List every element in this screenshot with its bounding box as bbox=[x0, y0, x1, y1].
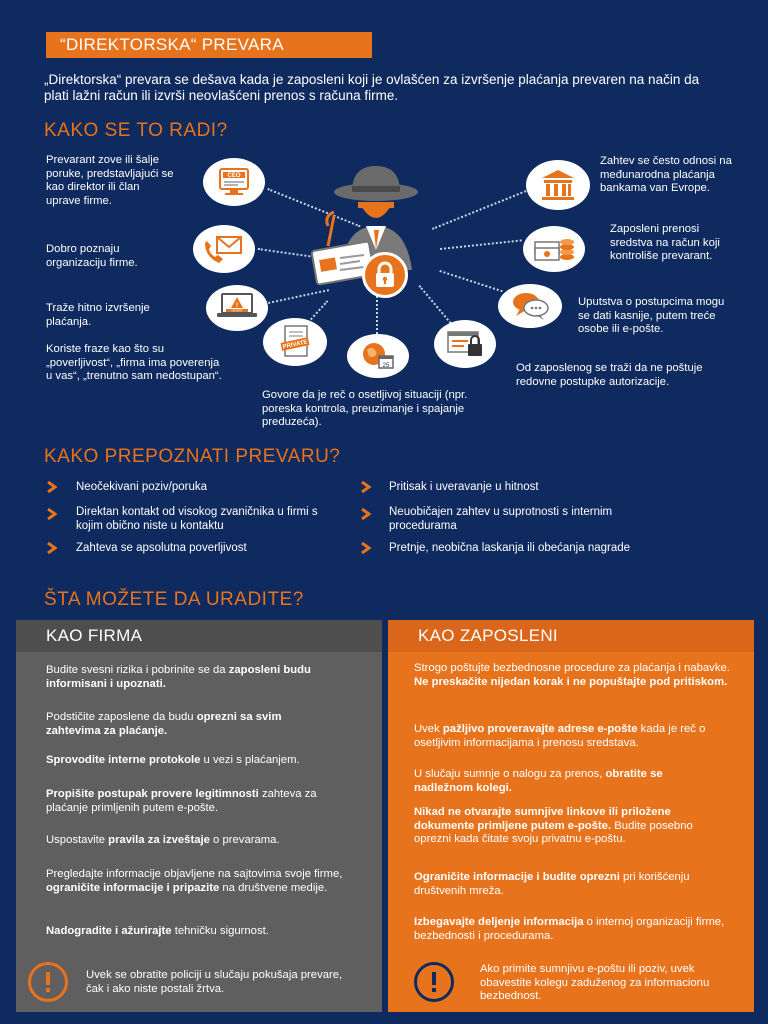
phone-mail-icon bbox=[193, 225, 255, 273]
private-document-icon: PRIVATE bbox=[263, 318, 327, 366]
firm-panel-title: KAO FIRMA bbox=[16, 620, 382, 652]
warning-icon bbox=[28, 962, 68, 1002]
firm-item: Pregledajte informacije objavljene na sa… bbox=[46, 868, 343, 894]
step-text: Zahtev se često odnosi na međunarodna pl… bbox=[600, 155, 732, 194]
step-text: Od zaposlenog se traži da ne poštuje red… bbox=[516, 362, 703, 388]
firm-item: Nadogradite i ažurirajte tehničku sigurn… bbox=[46, 925, 269, 937]
hacker-icon bbox=[300, 160, 450, 300]
heading-how: KAKO SE TO RADI? bbox=[44, 120, 228, 141]
list-item: Pritisak i uveravanje u hitnost bbox=[389, 481, 539, 493]
employee-item: Ograničite informacije i budite oprezni … bbox=[414, 871, 690, 897]
chevron-right-icon bbox=[361, 481, 372, 493]
step-text: Dobro poznaju organizaciju firme. bbox=[46, 243, 138, 269]
employee-item: U slučaju sumnje o nalogu za prenos, obr… bbox=[414, 768, 663, 794]
employee-item: Nikad ne otvarajte sumnjive linkove ili … bbox=[414, 806, 693, 845]
globe-calendar-icon: 25 bbox=[347, 334, 409, 378]
list-item: Neuobičajen zahtev u suprotnosti s inter… bbox=[389, 506, 613, 532]
step-text: Zaposleni prenosi sredstva na račun koji… bbox=[610, 223, 720, 262]
employee-item: Izbegavajte deljenje informacija o inter… bbox=[414, 916, 725, 942]
list-item: Neočekivani poziv/poruka bbox=[76, 481, 208, 493]
chevron-right-icon bbox=[361, 542, 372, 554]
employee-panel-title: KAO ZAPOSLENI bbox=[388, 620, 754, 652]
intro-text: „Direktorska“ prevara se dešava kada je … bbox=[44, 72, 700, 103]
firm-panel: KAO FIRMA Budite svesni rizika i pobrini… bbox=[16, 620, 382, 1012]
heading-what: ŠTA MOŽETE DA URADITE? bbox=[44, 589, 304, 610]
urgent-label: URGENT bbox=[232, 309, 243, 313]
chevron-right-icon bbox=[47, 542, 58, 554]
padlock-icon bbox=[362, 252, 408, 298]
list-item: Direktan kontakt od visokog zvaničnika u… bbox=[76, 506, 318, 532]
firm-item: Uspostavite pravila za izveštaje o preva… bbox=[46, 834, 280, 846]
ceo-monitor-icon: CEO bbox=[203, 158, 265, 206]
employee-panel: KAO ZAPOSLENI Strogo poštujte bezbednosn… bbox=[388, 620, 754, 1012]
step-text: Govore da je reč o osetljivoj situaciji … bbox=[262, 389, 468, 428]
connector-line bbox=[440, 239, 522, 250]
svg-text:25: 25 bbox=[383, 363, 390, 369]
firm-warning-text: Uvek se obratite policiji u slučaju poku… bbox=[86, 969, 343, 995]
list-item: Zahteva se apsolutna poverljivost bbox=[76, 542, 247, 554]
page-title: “DIREKTORSKA“ PREVARA bbox=[46, 32, 372, 58]
employee-warning-text: Ako primite sumnjivu e-poštu ili poziv, … bbox=[480, 963, 710, 1002]
employee-item: Strogo poštujte bezbednosne procedure za… bbox=[414, 662, 730, 688]
step-text: Koriste fraze kao što su „poverljivost“,… bbox=[46, 343, 222, 382]
money-stack-icon bbox=[523, 226, 585, 272]
svg-text:!: ! bbox=[236, 303, 238, 309]
list-item: Pretnje, neobična laskanja ili obećanja … bbox=[389, 542, 631, 554]
step-text: Traže hitno izvršenje plaćanja. bbox=[46, 302, 150, 328]
employee-item: Uvek pažljivo proveravajte adrese e-pošt… bbox=[414, 723, 706, 749]
lock-browser-icon bbox=[434, 320, 496, 368]
urgent-laptop-icon: ! URGENT bbox=[206, 285, 268, 331]
bank-icon bbox=[526, 160, 590, 210]
firm-item: Sprovodite interne protokole u vezi s pl… bbox=[46, 754, 300, 766]
firm-item: Budite svesni rizika i pobrinite se da z… bbox=[46, 664, 311, 690]
warning-icon bbox=[414, 962, 454, 1002]
ceo-label: CEO bbox=[227, 173, 240, 179]
heading-recognize: KAKO PREPOZNATI PREVARU? bbox=[44, 446, 341, 467]
firm-item: Podstičite zaposlene da budu oprezni sa … bbox=[46, 711, 282, 737]
private-label: PRIVATE bbox=[282, 339, 308, 350]
chevron-right-icon bbox=[47, 508, 58, 520]
chevron-right-icon bbox=[361, 508, 372, 520]
firm-item: Propišite postupak provere legitimnosti … bbox=[46, 788, 317, 814]
step-text: Uputstva o postupcima mogu se dati kasni… bbox=[578, 296, 725, 335]
chevron-right-icon bbox=[47, 481, 58, 493]
step-text: Prevarant zove ili šalje poruke, predsta… bbox=[46, 154, 174, 207]
speech-bubbles-icon bbox=[498, 284, 562, 328]
